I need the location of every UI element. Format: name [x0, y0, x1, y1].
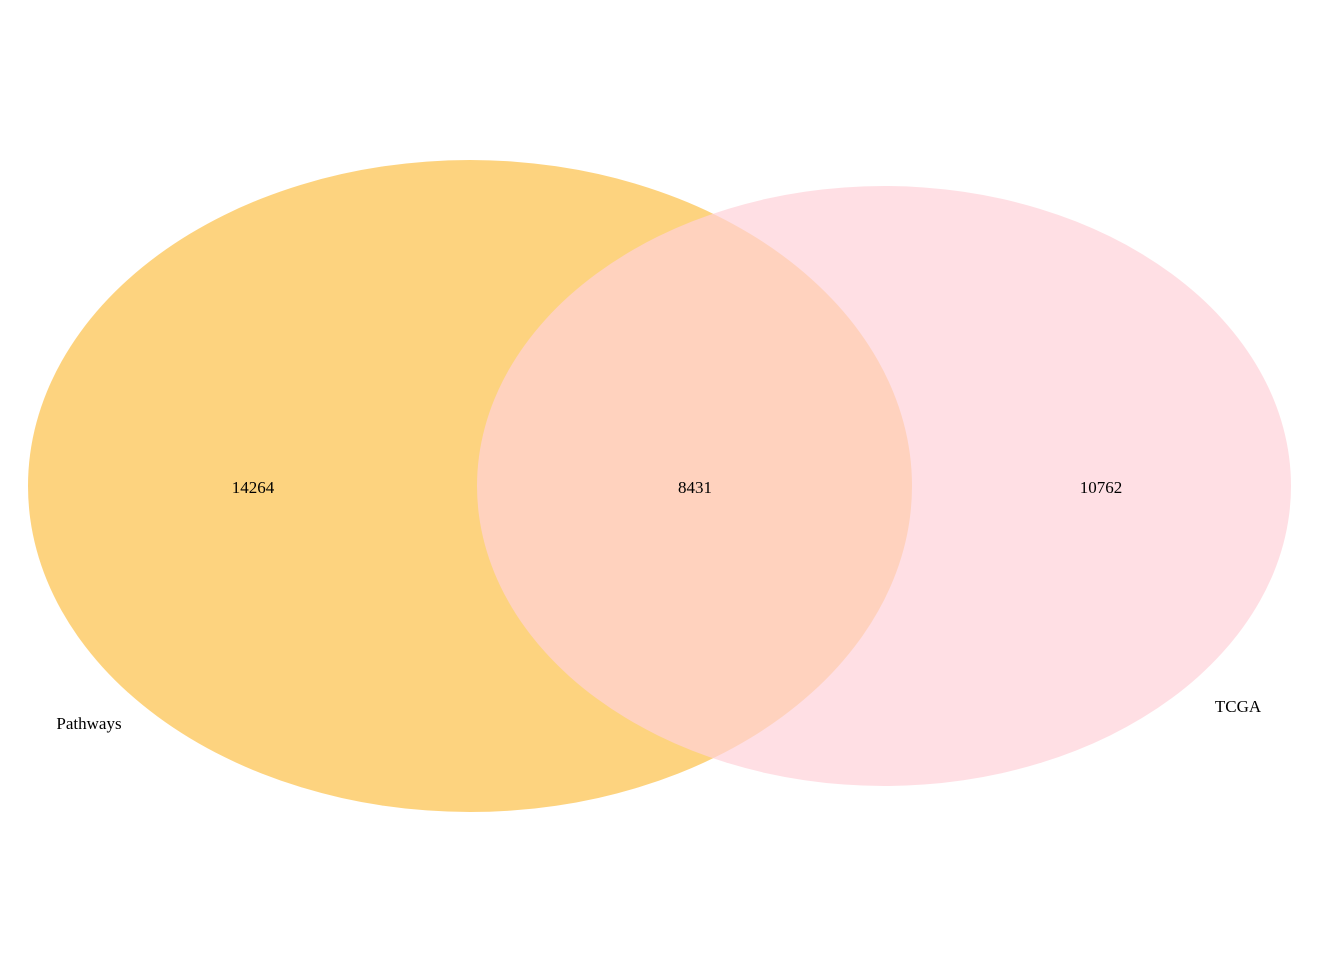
set-label-pathways: Pathways	[56, 714, 121, 733]
set-label-tcga: TCGA	[1215, 697, 1262, 716]
count-tcga-only: 10762	[1080, 478, 1123, 497]
count-pathways-only: 14264	[232, 478, 275, 497]
set-ellipse-tcga	[477, 186, 1291, 786]
count-intersection: 8431	[678, 478, 712, 497]
